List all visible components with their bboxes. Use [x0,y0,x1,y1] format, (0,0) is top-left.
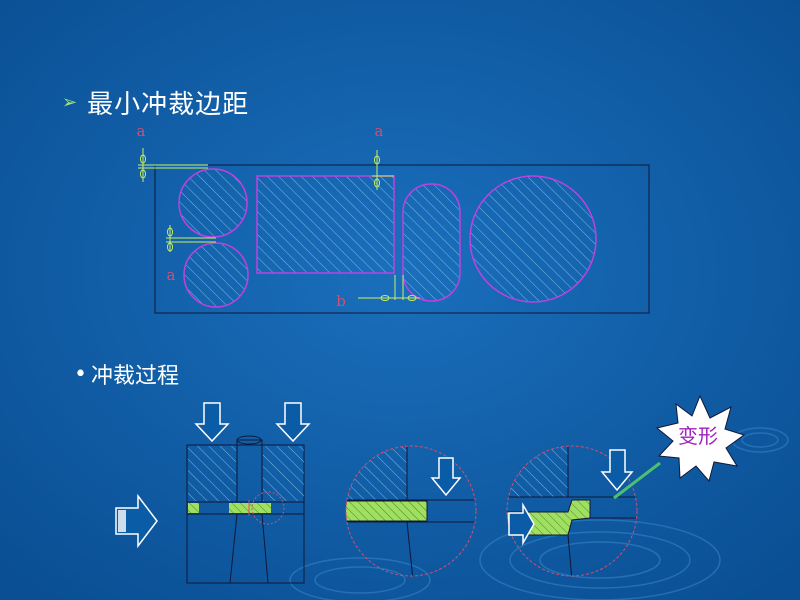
right-arrow-icon-shade [118,510,126,532]
strip-outline [154,164,650,314]
starburst-icon [655,394,746,483]
arrow-bullet-icon: ➢ [62,92,78,113]
callout-text: 变形 [678,424,718,448]
detail-circle-1 [345,445,477,577]
punching-process: 变形 [115,394,746,584]
large-circle [469,175,597,303]
down-arrow-icon [430,457,462,497]
die-assembly [186,435,305,584]
rectangle-blank [256,175,395,274]
subtitle-row: • 冲裁过程 [74,358,179,390]
dim-label-a-top-left: a [137,122,146,140]
dim-label-b: b [336,292,346,310]
callout-pointer [613,461,661,500]
down-arrow-icon [600,449,634,492]
dot-bullet: • [74,361,87,387]
dimension-lines [138,148,420,301]
upper-die-left [188,446,236,501]
small-circle-bottom [183,242,249,308]
down-arrow-icon [194,402,230,443]
right-arrow-icon [508,502,535,546]
right-arrow-icon [115,493,158,549]
slide-title: 最小冲裁边距 [87,90,250,120]
strip-layout: a a a b [137,122,650,314]
detail-circle-2 [506,445,638,577]
punch-top [236,435,262,445]
material-left [188,503,199,513]
material-center [229,503,271,513]
deformation-callout: 变形 [655,394,746,483]
dim-label-a-top-middle: a [375,122,384,140]
small-circle-top [178,168,248,238]
subtitle-text: 冲裁过程 [90,364,179,389]
die-wall-left [229,513,238,584]
dim-label-a-left: a [167,266,176,284]
detail-view-1 [345,445,477,577]
punch [236,439,263,503]
ripple-decoration [289,427,789,600]
detail-view-2 [506,445,661,577]
upper-die-right [263,446,304,501]
title-row: ➢ 最小冲裁边距 [62,84,249,121]
down-arrow-icon [275,402,311,443]
die-wall-right [261,513,269,584]
slot-blank [402,183,461,302]
detail-circle-marker [251,491,285,525]
